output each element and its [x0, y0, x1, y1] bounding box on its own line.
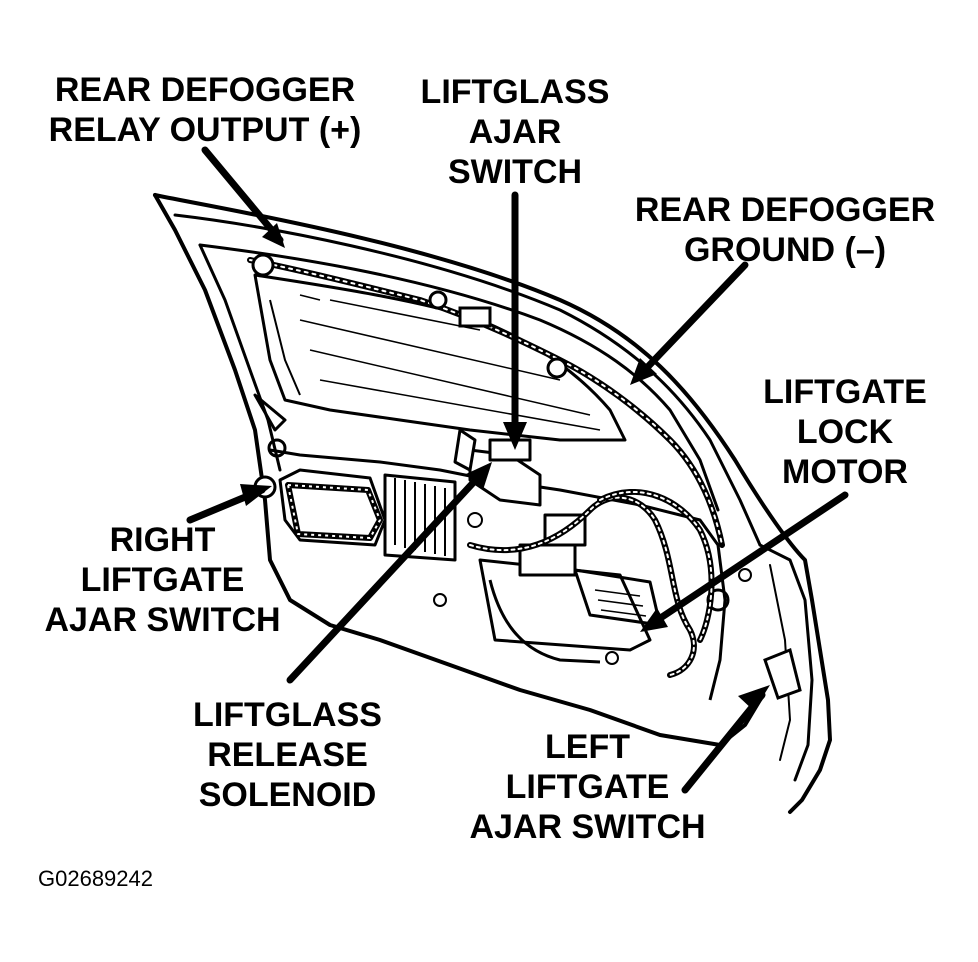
- label-line: AJAR: [468, 113, 562, 151]
- label-liftglass-release-solenoid: LIFTGLASS RELEASE SOLENOID: [180, 695, 395, 815]
- label-line: MOTOR: [782, 453, 908, 491]
- figure-id: G02689242: [38, 866, 153, 891]
- label-line: LIFTGLASS: [420, 73, 610, 111]
- leader-lines: [186, 146, 849, 794]
- label-rear-defogger-relay-output: REAR DEFOGGER RELAY OUTPUT (+): [40, 70, 370, 150]
- label-line: AJAR SWITCH: [44, 601, 281, 639]
- label-right-liftgate-ajar-switch: RIGHT LIFTGATE AJAR SWITCH: [30, 520, 295, 640]
- label-line: AJAR SWITCH: [469, 808, 706, 846]
- label-line: LIFTGLASS: [193, 696, 382, 734]
- label-line: REAR DEFOGGER: [54, 71, 356, 109]
- leader-defogger-relay: [201, 146, 284, 244]
- leader-defogger-ground: [636, 261, 749, 379]
- leader-solenoid: [286, 466, 489, 684]
- arrowhead-lock-motor: [640, 608, 668, 632]
- label-liftglass-ajar-switch: LIFTGLASS AJAR SWITCH: [410, 72, 620, 192]
- arrowhead-defogger-relay: [262, 223, 285, 248]
- arrowhead-right-ajar: [240, 484, 272, 506]
- label-line: SOLENOID: [198, 776, 377, 814]
- label-rear-defogger-ground: REAR DEFOGGER GROUND (–): [620, 190, 950, 270]
- label-line: LOCK: [796, 413, 894, 451]
- label-line: RELEASE: [207, 736, 368, 774]
- lock-harness: [467, 489, 715, 678]
- arrowheads: [240, 223, 770, 711]
- label-line: GROUND (–): [683, 231, 887, 269]
- label-line: LIFTGATE: [80, 561, 245, 599]
- leader-left-ajar: [681, 691, 766, 794]
- arrowhead-liftglass-ajar: [503, 422, 527, 450]
- label-line: LEFT: [545, 728, 630, 766]
- defogger-harness: [247, 253, 725, 548]
- arrowhead-solenoid: [466, 462, 492, 490]
- label-line: RIGHT: [109, 521, 216, 559]
- left-ajar-switch-shape: [763, 647, 802, 700]
- label-line: REAR DEFOGGER: [634, 191, 936, 229]
- arrowhead-defogger-ground: [630, 358, 657, 385]
- label-left-liftgate-ajar-switch: LEFT LIFTGATE AJAR SWITCH: [455, 727, 720, 847]
- arrowhead-left-ajar: [738, 685, 770, 711]
- leader-lock-motor: [646, 491, 849, 629]
- solenoid-assembly: [453, 428, 542, 507]
- label-liftgate-lock-motor: LIFTGATE LOCK MOTOR: [745, 372, 945, 492]
- label-line: RELAY OUTPUT (+): [48, 111, 362, 149]
- label-line: LIFTGATE: [505, 768, 670, 806]
- label-line: LIFTGATE: [763, 373, 927, 411]
- label-line: SWITCH: [447, 153, 583, 191]
